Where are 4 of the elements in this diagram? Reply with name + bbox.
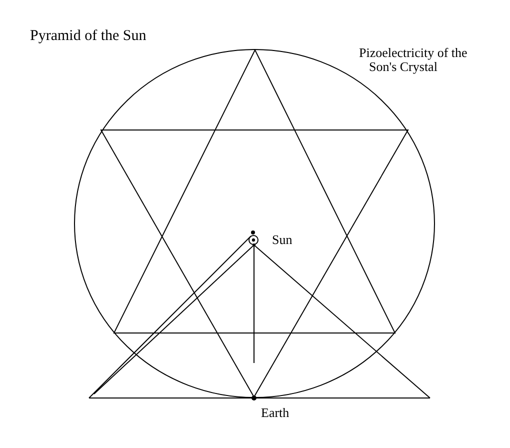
annotation-text: Pizoelectricity of the Son's Crystal bbox=[359, 46, 468, 74]
earth-label: Earth bbox=[261, 406, 290, 420]
sun-label: Sun bbox=[272, 232, 292, 246]
diagram-title: Pyramid of the Sun bbox=[30, 29, 146, 44]
